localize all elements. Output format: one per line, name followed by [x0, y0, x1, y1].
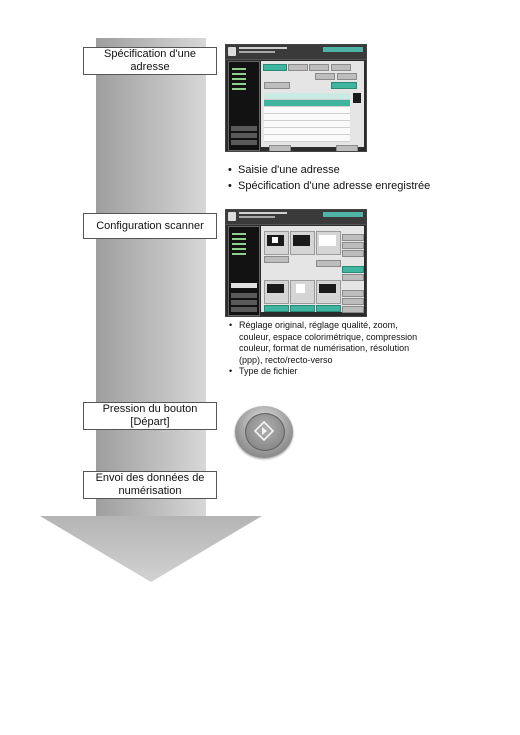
address-options-list: Saisie d'une adresse Spécification d'une… — [228, 162, 430, 194]
list-item: Spécification d'une adresse enregistrée — [228, 178, 430, 194]
scanner-options-list: Réglage original, réglage qualité, zoom,… — [229, 320, 429, 378]
step-scanner-configuration: Configuration scanner — [83, 213, 217, 239]
flow-arrow-head — [40, 516, 262, 582]
scanner-screen-thumbnail — [225, 209, 367, 317]
screen-title-bar — [226, 210, 366, 225]
diamond-start-icon — [254, 421, 274, 441]
step-send-scan-data: Envoi des données de numérisation — [83, 471, 217, 499]
machine-logo-icon — [228, 212, 236, 221]
machine-logo-icon — [228, 47, 236, 56]
address-list-panel — [261, 61, 364, 151]
screen-title-bar — [226, 45, 366, 60]
screen-sidebar — [228, 61, 260, 151]
flow-arrow-shaft — [96, 38, 206, 518]
list-item: Réglage original, réglage qualité, zoom,… — [229, 320, 429, 366]
list-item: Type de fichier — [229, 366, 429, 378]
screen-sidebar — [228, 226, 260, 316]
list-item: Saisie d'une adresse — [228, 162, 430, 178]
address-screen-thumbnail — [225, 44, 367, 152]
step-address-specification: Spécification d'une adresse — [83, 47, 217, 75]
scanner-settings-panel — [261, 226, 364, 313]
step-start-button-press: Pression du bouton [Départ] — [83, 402, 217, 430]
